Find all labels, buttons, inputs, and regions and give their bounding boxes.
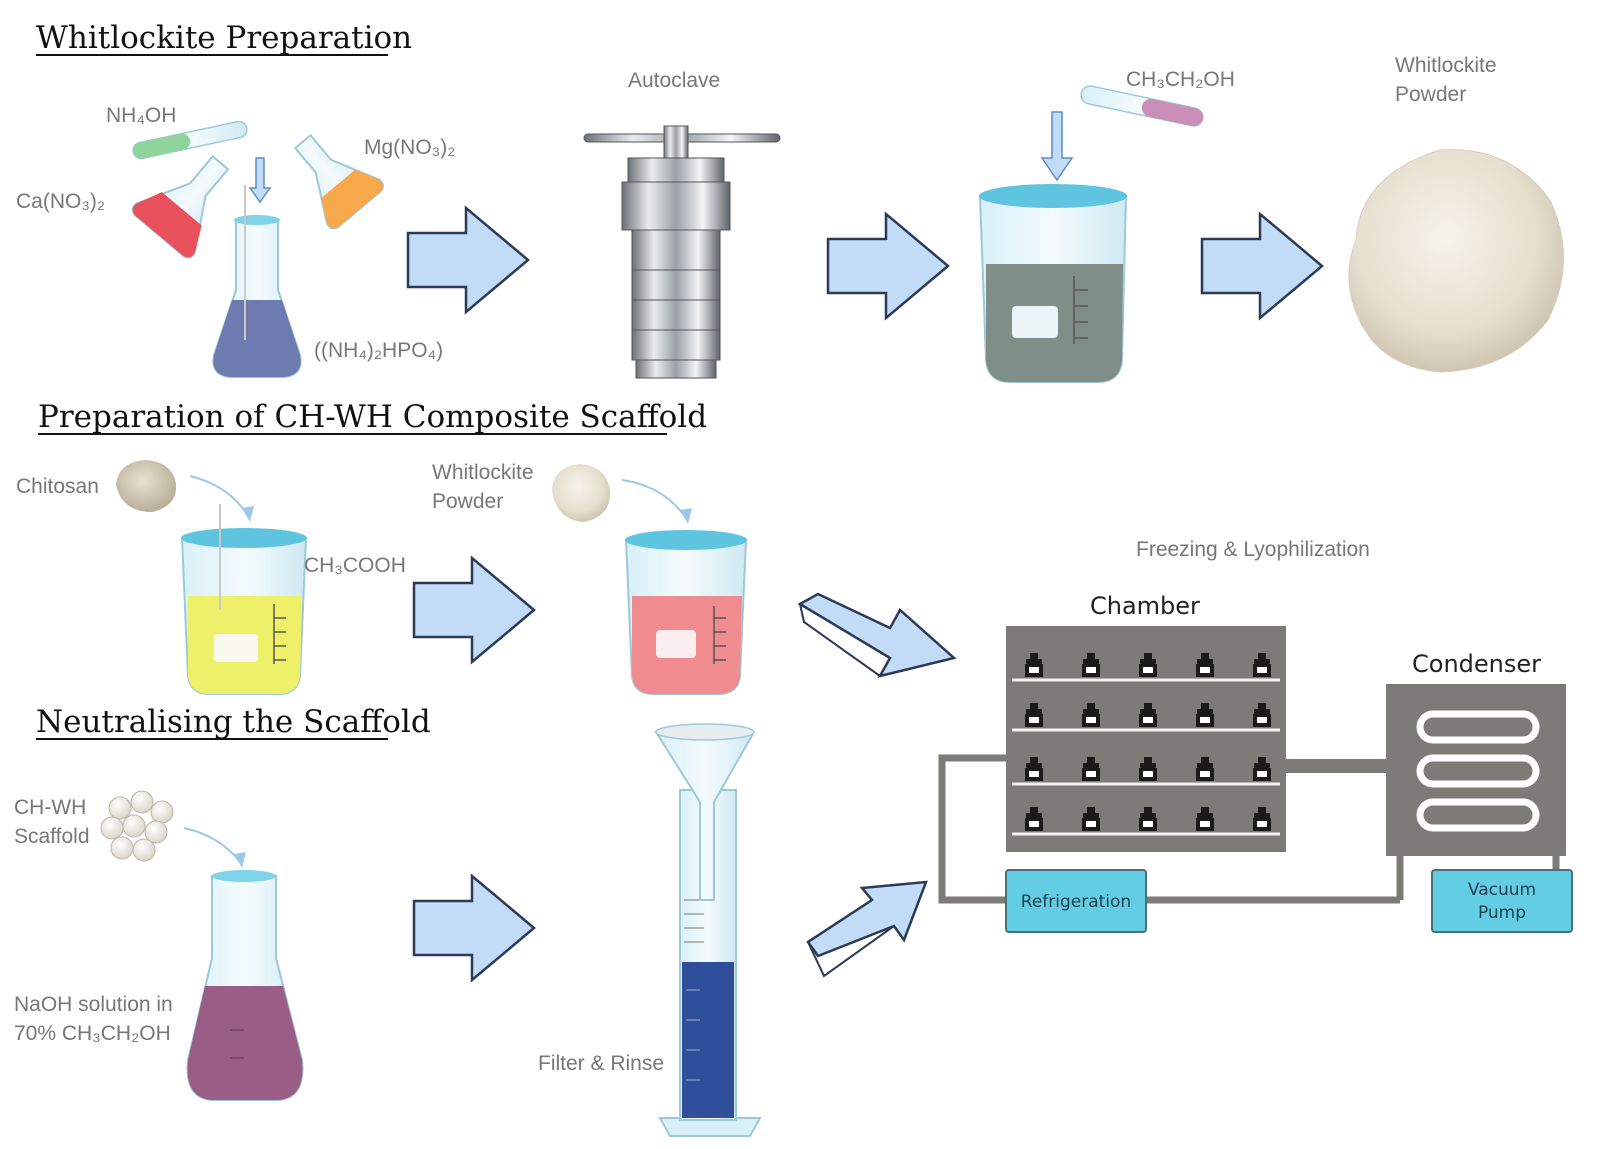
powder-icon	[552, 464, 611, 522]
reagent-label-whitlockite-line2: Powder	[432, 490, 503, 513]
reagent-label-acetic-acid: CH₃COOH	[304, 554, 406, 577]
refrigeration-box: Refrigeration	[1005, 869, 1147, 933]
flask-icon	[186, 870, 304, 1101]
section-title-whitlockite-preparation: Whitlockite Preparation	[36, 20, 412, 56]
powder-icon	[1348, 149, 1564, 373]
arrow-head-icon	[680, 508, 692, 524]
process-arrow-icon	[826, 212, 950, 320]
process-arrow-icon	[412, 556, 536, 664]
test-tube-icon	[1080, 85, 1204, 127]
product-label-line1: Whitlockite	[1395, 54, 1497, 77]
chamber-label: Chamber	[1090, 592, 1200, 620]
reagent-label-nh4-hpo4: ((NH₄)₂HPO₄)	[314, 339, 443, 362]
process-arrow-icon	[412, 874, 536, 982]
reagent-label-naoh-line1: NaOH solution in	[14, 993, 173, 1016]
reagent-label-chitosan: Chitosan	[16, 475, 99, 498]
reagent-label-scaffold-line2: Scaffold	[14, 825, 90, 848]
beaker-icon	[624, 530, 748, 695]
process-arrow-icon	[797, 592, 957, 678]
pour-arrow-icon	[1040, 111, 1074, 182]
scaffold-discs-icon	[100, 790, 174, 862]
powder-icon	[116, 460, 177, 512]
reagent-label-scaffold-line1: CH-WH	[14, 796, 86, 819]
refrigeration-label: Refrigeration	[1021, 892, 1131, 912]
pour-arrow-icon	[621, 479, 687, 519]
graduated-cylinder-icon	[658, 789, 762, 1137]
autoclave-icon	[583, 125, 781, 379]
process-arrow-icon	[406, 206, 530, 314]
product-label-line2: Powder	[1395, 83, 1466, 106]
chamber-shelves	[1012, 678, 1280, 836]
pour-arrow-icon	[248, 157, 272, 204]
process-arrow-icon	[1200, 212, 1324, 320]
vacuum-pump-label-line2: Pump	[1478, 903, 1526, 923]
test-tube-icon	[132, 120, 248, 160]
flask-icon	[131, 155, 230, 259]
arrow-head-icon	[242, 506, 254, 522]
section-title-composite-scaffold: Preparation of CH-WH Composite Scaffold	[38, 399, 707, 435]
flask-icon	[212, 185, 302, 378]
vacuum-pump-box: Vacuum Pump	[1431, 869, 1573, 933]
process-arrow-icon	[806, 880, 928, 978]
condenser-coil-icon	[1416, 710, 1540, 832]
beaker-icon	[978, 184, 1128, 383]
reagent-label-nh4oh: NH₄OH	[106, 104, 176, 127]
step-label-freezing: Freezing & Lyophilization	[1136, 538, 1370, 561]
reagent-label-ca-no3: Ca(NO₃)₂	[16, 190, 105, 213]
lyophilizer-piping	[938, 754, 1560, 904]
step-label-autoclave: Autoclave	[628, 69, 720, 92]
funnel-icon	[654, 723, 756, 901]
reagent-label-naoh-line2: 70% CH₃CH₂OH	[14, 1022, 171, 1045]
condenser-label: Condenser	[1412, 650, 1541, 678]
arrow-head-icon	[234, 852, 246, 868]
pour-arrow-icon	[183, 827, 241, 863]
section-title-neutralising: Neutralising the Scaffold	[36, 704, 431, 740]
flask-icon	[293, 133, 384, 230]
step-label-filter-rinse: Filter & Rinse	[538, 1052, 664, 1075]
reagent-label-ethanol: CH₃CH₂OH	[1126, 68, 1235, 91]
vacuum-pump-label-line1: Vacuum	[1468, 880, 1536, 900]
reagent-label-whitlockite-line1: Whitlockite	[432, 461, 534, 484]
beaker-icon	[180, 504, 308, 695]
reagent-label-mg-no3: Mg(NO₃)₂	[364, 136, 455, 159]
